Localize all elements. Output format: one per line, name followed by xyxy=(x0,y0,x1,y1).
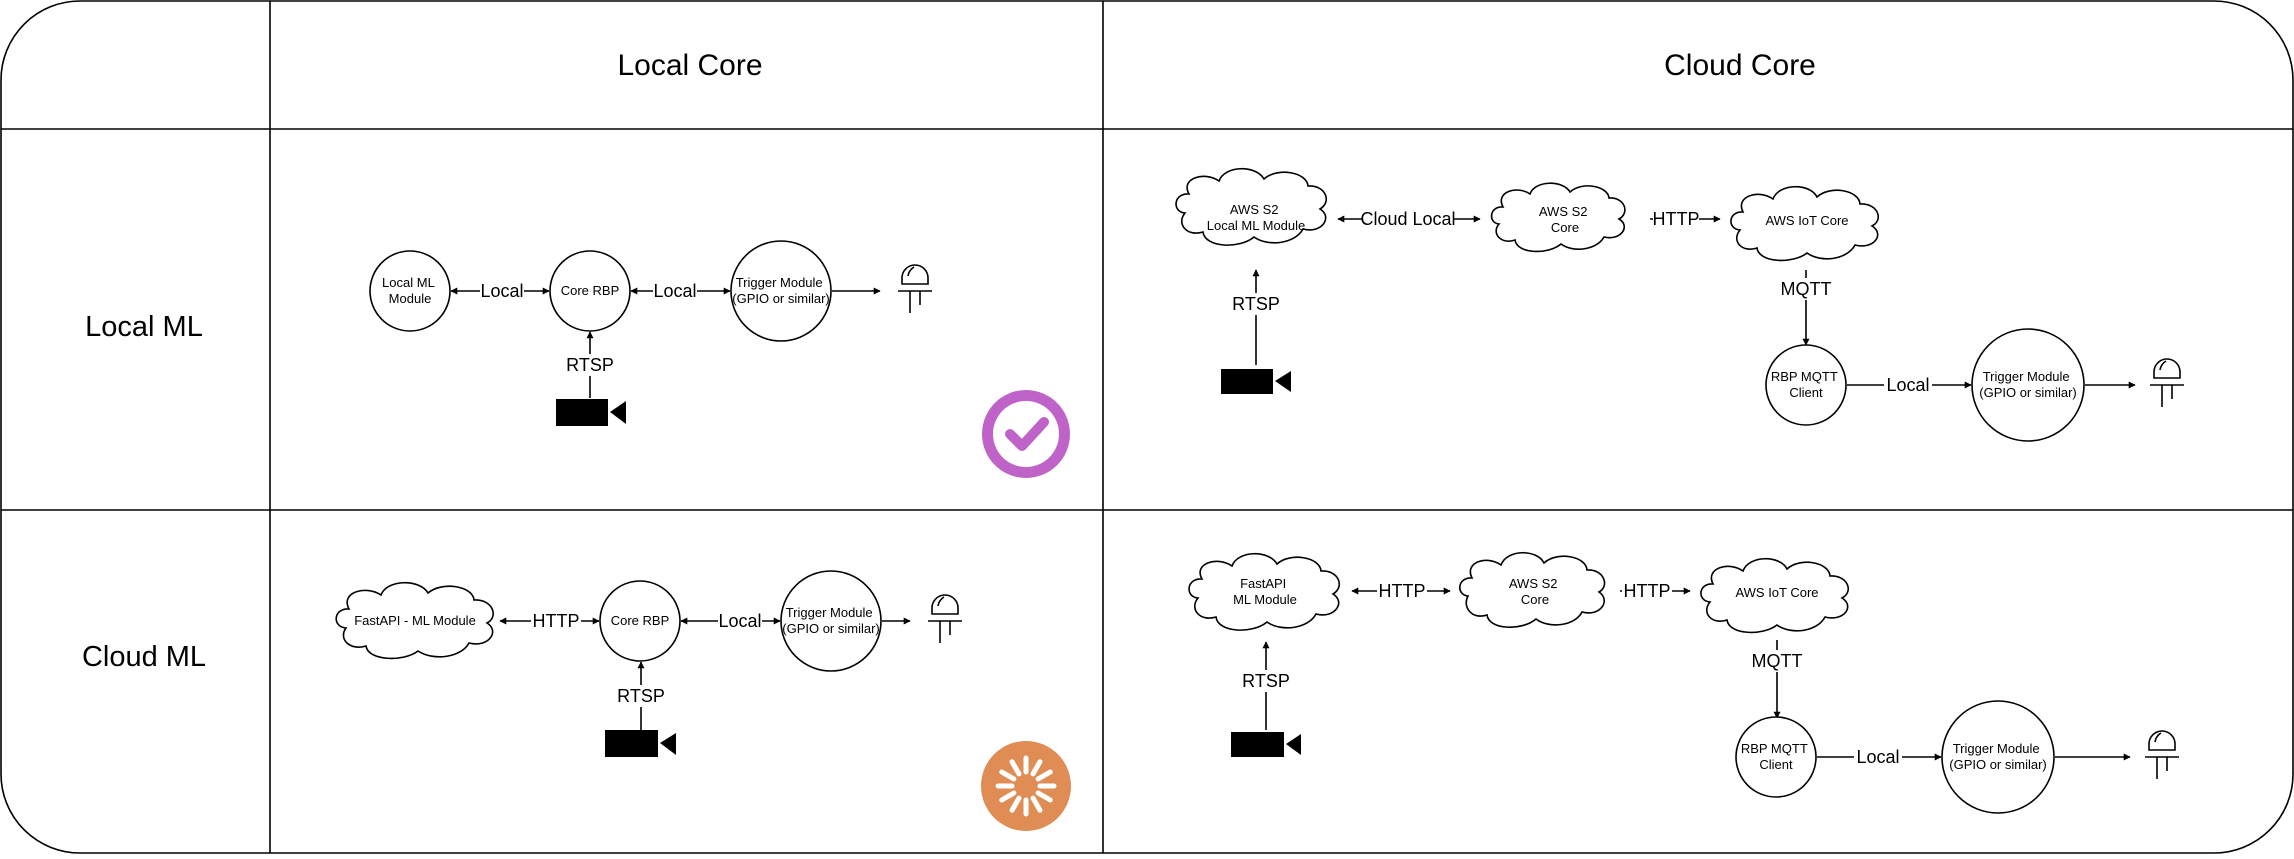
edge-label-local: Local xyxy=(1886,375,1929,395)
edge-label-local: Local xyxy=(1856,747,1899,767)
edge-label-local: Local xyxy=(718,611,761,631)
aws-iot-core-label: AWS IoT Core xyxy=(1735,585,1818,600)
trigger-module-node xyxy=(1971,328,2085,442)
core-rbp-label: Core RBP xyxy=(561,283,620,298)
row-header-cloud-ml: Cloud ML xyxy=(82,641,206,673)
video-camera-icon xyxy=(605,730,676,757)
edge-label-mqtt: MQTT xyxy=(1752,651,1803,671)
local-ml-module-label: Local ML Module xyxy=(382,275,438,306)
local-ml-module-node xyxy=(369,250,451,332)
fastapi-ml-module-cloud xyxy=(1188,553,1341,631)
trigger-module-label: Trigger Module (GPIO or similar) xyxy=(732,275,830,306)
fastapi-ml-module-label: FastAPI ML Module xyxy=(1233,576,1297,607)
edge-label-cloud-local: Cloud Local xyxy=(1360,209,1455,229)
spinner-ray xyxy=(1009,759,1022,777)
edge-label-rtsp: RTSP xyxy=(1242,671,1290,691)
aws-s2-core-cloud xyxy=(1490,182,1626,253)
rbp-mqtt-client-node xyxy=(1765,344,1847,426)
spinner-ray xyxy=(1035,769,1053,782)
fastapi-ml-module-label: FastAPI - ML Module xyxy=(354,613,476,628)
edge-label-rtsp: RTSP xyxy=(1232,294,1280,314)
aws-s2-core-cloud xyxy=(1459,551,1606,629)
aws-s2-local-ml-module-label: AWS S2 Local ML Module xyxy=(1207,202,1306,233)
spinner-ray xyxy=(1030,759,1043,777)
quadrant-cloud-ml-local-core: FastAPI - ML Module Core RBP Trigger Mod… xyxy=(335,570,1071,831)
edge-label-http: HTTP xyxy=(1379,581,1426,601)
trigger-module-label: Trigger Module (GPIO or similar) xyxy=(1979,369,2077,400)
aws-iot-core-label: AWS IoT Core xyxy=(1765,213,1848,228)
edge-label-local-ml: Local xyxy=(480,281,523,301)
spinner-ray xyxy=(1030,795,1043,813)
led-icon xyxy=(928,594,962,643)
edge-label-http: HTTP xyxy=(1624,581,1671,601)
spinner-ray xyxy=(999,790,1017,803)
video-camera-icon xyxy=(556,399,626,426)
video-camera-icon xyxy=(1231,732,1301,757)
core-rbp-label: Core RBP xyxy=(611,613,670,628)
aws-iot-core-cloud xyxy=(1700,557,1850,634)
spinner-ray xyxy=(999,769,1017,782)
fastapi-ml-module-cloud xyxy=(335,582,494,660)
quadrant-cloud-ml-cloud-core: FastAPI ML Module AWS S2 Core AWS IoT Co… xyxy=(1188,551,2179,814)
core-rbp-node xyxy=(549,250,631,332)
led-icon xyxy=(2145,730,2179,779)
aws-iot-core-cloud xyxy=(1730,185,1880,262)
quadrant-local-ml-local-core: Local ML Module Core RBP Trigger Module … xyxy=(369,240,1070,478)
rbp-mqtt-client-label: RBP MQTT Client xyxy=(1771,369,1841,400)
led-icon xyxy=(898,264,932,313)
row-header-local-ml: Local ML xyxy=(85,311,203,343)
video-camera-icon xyxy=(1221,369,1291,394)
rbp-mqtt-client-label: RBP MQTT Client xyxy=(1741,741,1811,772)
trigger-module-label: Trigger Module (GPIO or similar) xyxy=(1949,741,2047,772)
spinner-icon xyxy=(981,741,1071,831)
core-rbp-node xyxy=(599,580,681,662)
edge-label-mqtt: MQTT xyxy=(1781,279,1832,299)
column-header-cloud-core: Cloud Core xyxy=(1664,49,1816,82)
trigger-module-node xyxy=(730,240,832,342)
led-icon xyxy=(2150,358,2184,407)
edge-label-http: HTTP xyxy=(1653,209,1700,229)
edge-label-local-trigger: Local xyxy=(653,281,696,301)
quadrant-local-ml-cloud-core: AWS S2 Local ML Module AWS S2 Core AWS I… xyxy=(1175,168,2184,442)
trigger-module-label: Trigger Module (GPIO or similar) xyxy=(782,605,880,636)
edge-label-rtsp: RTSP xyxy=(566,355,614,375)
aws-s2-core-label: AWS S2 Core xyxy=(1539,204,1591,235)
rbp-mqtt-client-node xyxy=(1735,716,1817,798)
edge-label-rtsp: RTSP xyxy=(617,686,665,706)
check-circle-icon xyxy=(982,390,1070,478)
trigger-module-node xyxy=(780,570,882,672)
aws-s2-core-label: AWS S2 Core xyxy=(1509,576,1561,607)
column-header-local-core: Local Core xyxy=(617,49,762,82)
trigger-module-node xyxy=(1941,700,2055,814)
edge-label-http: HTTP xyxy=(533,611,580,631)
spinner-ray xyxy=(1009,795,1022,813)
spinner-ray xyxy=(1035,790,1053,803)
aws-s2-local-ml-module-cloud xyxy=(1175,168,1328,246)
